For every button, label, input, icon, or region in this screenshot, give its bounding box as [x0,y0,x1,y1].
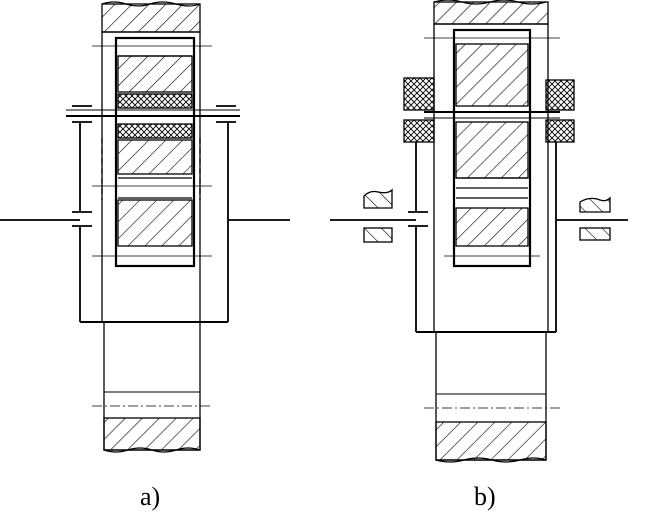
b-bearing-left-upper [403,77,435,111]
subfigure-label-b: b) [474,482,496,511]
b-gear-block [452,28,532,268]
view-a [0,1,290,453]
subfigure-label-a: a) [140,482,161,511]
view-b [330,0,628,463]
b-bearing-left-lower [403,119,435,143]
a-bearing-upper [117,93,193,109]
a-top-shaft [101,3,201,33]
a-gear-block [114,36,196,268]
b-bearing-right-lower [545,119,575,143]
b-bearing-right-upper [545,79,575,111]
b-top-shaft [433,1,549,25]
a-bearing-lower [117,123,193,139]
